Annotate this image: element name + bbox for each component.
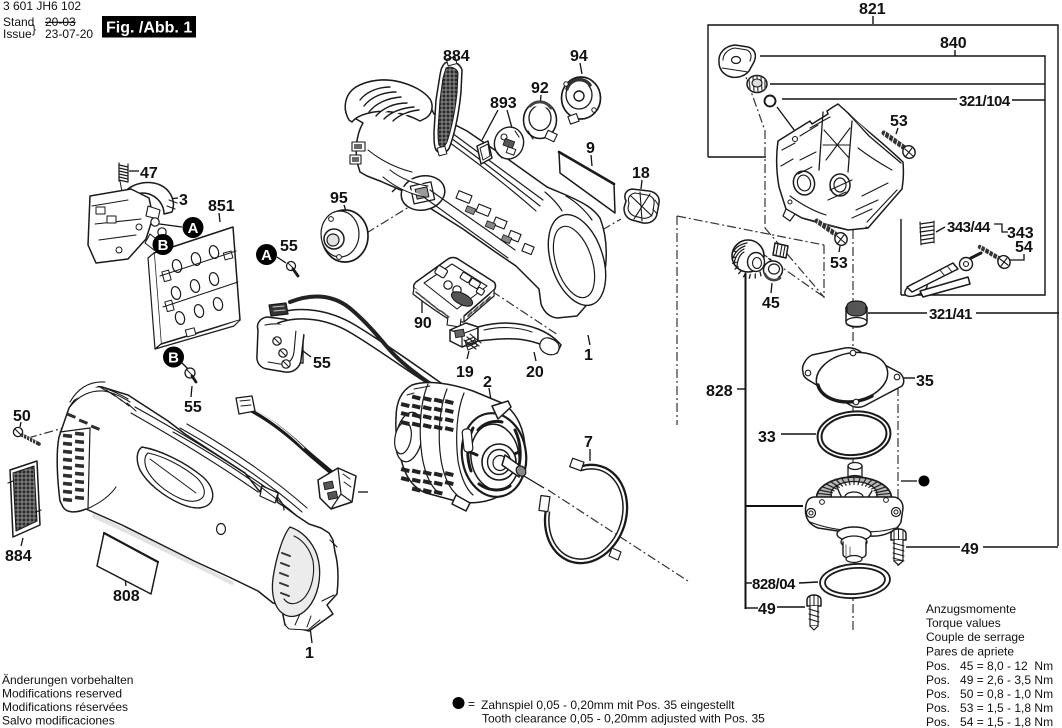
svg-text:Salvo modificaciones: Salvo modificaciones: [2, 714, 115, 728]
svg-text:54: 54: [1015, 239, 1033, 256]
svg-text:95: 95: [330, 190, 348, 207]
svg-text:47: 47: [140, 165, 158, 182]
svg-text:45: 45: [762, 295, 780, 312]
svg-text:Pos. 49 = 2,6 - 3,5 Nm: Pos. 49 = 2,6 - 3,5 Nm: [926, 673, 1053, 687]
svg-text:Zahnspiel 0,05 - 0,20mm mit Po: Zahnspiel 0,05 - 0,20mm mit Pos. 35 eing…: [481, 698, 735, 712]
svg-text:A: A: [261, 247, 272, 264]
svg-text:343: 343: [1007, 225, 1034, 242]
svg-text:7: 7: [584, 434, 593, 451]
svg-text:33: 33: [758, 429, 776, 446]
svg-text:50: 50: [13, 408, 31, 425]
svg-text:A: A: [188, 220, 199, 237]
svg-text:893: 893: [490, 95, 517, 112]
svg-text:55: 55: [184, 399, 202, 416]
svg-text:Stand: Stand: [3, 15, 34, 29]
svg-text:1: 1: [305, 645, 314, 662]
svg-text:B: B: [158, 237, 169, 254]
svg-text:19: 19: [456, 364, 474, 381]
svg-text:20-03: 20-03: [45, 15, 76, 29]
svg-text:=: =: [468, 697, 475, 711]
svg-text:1: 1: [584, 347, 593, 364]
svg-text:Pos. 54 = 1,5 - 1,8 Nm: Pos. 54 = 1,5 - 1,8 Nm: [926, 715, 1053, 728]
svg-text:Anzugsmomente: Anzugsmomente: [926, 602, 1016, 616]
svg-text:Tooth clearance 0,05 - 0,20mm: Tooth clearance 0,05 - 0,20mm adjusted w…: [482, 712, 765, 726]
svg-text:Issue: Issue: [3, 27, 32, 41]
svg-text:49: 49: [961, 541, 979, 558]
svg-text:851: 851: [208, 198, 235, 215]
svg-text:Pos. 50 = 0,8 - 1,0 Nm: Pos. 50 = 0,8 - 1,0 Nm: [926, 687, 1053, 701]
svg-text:321/104: 321/104: [959, 93, 1011, 110]
svg-text:92: 92: [531, 80, 549, 97]
svg-text:2: 2: [483, 374, 492, 391]
svg-text:Änderungen vorbehalten: Änderungen vorbehalten: [2, 673, 133, 687]
svg-text:Fig. /Abb. 1: Fig. /Abb. 1: [106, 20, 192, 37]
svg-text:Modifications réservées: Modifications réservées: [2, 700, 128, 714]
svg-text:821: 821: [859, 1, 886, 18]
svg-text:55: 55: [313, 355, 331, 372]
svg-text:49: 49: [758, 601, 776, 618]
svg-text:53: 53: [890, 113, 908, 130]
svg-text:20: 20: [526, 364, 544, 381]
svg-text:3 601 JH6 102: 3 601 JH6 102: [3, 0, 81, 13]
svg-text:Pos. 45 = 8,0 - 12 Nm: Pos. 45 = 8,0 - 12 Nm: [926, 659, 1053, 673]
svg-text:35: 35: [916, 373, 934, 390]
svg-text:828/04: 828/04: [752, 576, 796, 593]
svg-text:Torque values: Torque values: [926, 616, 1001, 630]
svg-text:90: 90: [414, 315, 432, 332]
svg-text:23-07-20: 23-07-20: [45, 27, 93, 41]
svg-text:18: 18: [632, 165, 650, 182]
svg-text:343/44: 343/44: [947, 219, 991, 236]
svg-text:Couple de serrage: Couple de serrage: [926, 630, 1025, 644]
svg-text:9: 9: [586, 140, 595, 157]
svg-text:Modifications reserved: Modifications reserved: [2, 687, 122, 701]
svg-text:840: 840: [940, 35, 967, 52]
svg-text:B: B: [168, 350, 179, 367]
svg-text:3: 3: [179, 192, 188, 209]
svg-text:828: 828: [706, 383, 733, 400]
svg-text:94: 94: [570, 48, 588, 65]
svg-text:884: 884: [5, 548, 32, 565]
svg-text:Pares de apriete: Pares de apriete: [926, 645, 1014, 659]
svg-text:808: 808: [113, 588, 140, 605]
svg-text:}: }: [32, 22, 36, 36]
svg-text:Pos. 53 = 1,5 - 1,8 Nm: Pos. 53 = 1,5 - 1,8 Nm: [926, 701, 1053, 715]
svg-text:53: 53: [830, 255, 848, 272]
svg-text:884: 884: [443, 48, 470, 65]
svg-text:321/41: 321/41: [929, 306, 972, 323]
svg-text:55: 55: [280, 238, 298, 255]
